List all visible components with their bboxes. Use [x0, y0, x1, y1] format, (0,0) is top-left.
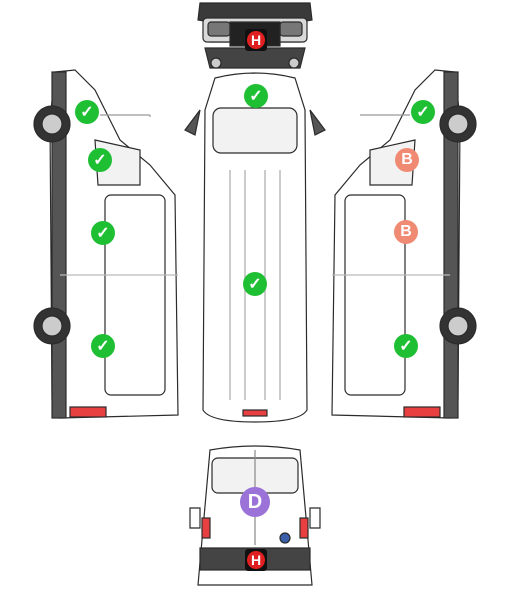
marker-left-3[interactable]: ✓ — [91, 221, 115, 245]
marker-right-b2[interactable]: B — [394, 220, 418, 244]
marker-label: H — [250, 32, 262, 48]
marker-rear-h[interactable]: H — [245, 549, 267, 571]
check-icon: ✓ — [249, 88, 263, 105]
check-icon: ✓ — [96, 338, 110, 355]
marker-roof[interactable]: ✓ — [243, 272, 267, 296]
marker-right-b1[interactable]: B — [395, 148, 419, 172]
check-icon: ✓ — [80, 104, 94, 121]
marker-roof-front[interactable]: ✓ — [244, 84, 268, 108]
check-icon: ✓ — [399, 338, 413, 355]
marker-label: D — [247, 491, 263, 513]
marker-right-1[interactable]: ✓ — [411, 100, 435, 124]
marker-label: H — [250, 552, 262, 568]
marker-hood[interactable]: H — [245, 29, 267, 51]
check-icon: ✓ — [93, 152, 107, 169]
check-icon: ✓ — [96, 225, 110, 242]
marker-left-1[interactable]: ✓ — [75, 100, 99, 124]
marker-left-4[interactable]: ✓ — [91, 334, 115, 358]
marker-right-4[interactable]: ✓ — [394, 334, 418, 358]
check-icon: ✓ — [416, 104, 430, 121]
roof-view — [184, 72, 326, 423]
marker-label: B — [400, 223, 412, 240]
check-icon: ✓ — [248, 276, 262, 293]
right-side-view — [331, 69, 477, 419]
marker-label: B — [401, 151, 413, 168]
marker-left-2[interactable]: ✓ — [88, 148, 112, 172]
marker-rear-d[interactable]: D — [240, 487, 270, 517]
